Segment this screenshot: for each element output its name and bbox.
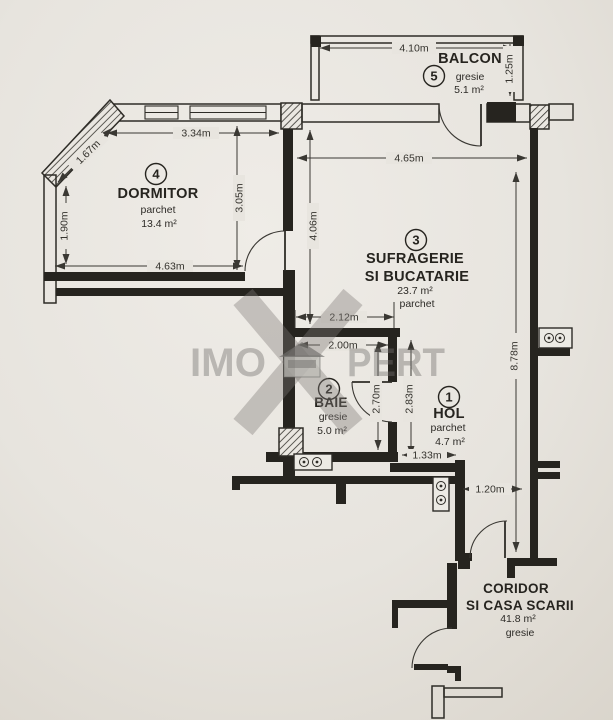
room-label-coridor: CORIDOR SI CASA SCARII 41.8 m² gresie — [466, 581, 574, 639]
north-wall-band — [112, 102, 574, 130]
dim-label: 2.12m — [329, 312, 358, 324]
room-number: 1 — [445, 390, 452, 405]
dim-hol-width: 1.33m — [402, 449, 456, 462]
room-number-circle — [422, 64, 446, 88]
dim-living-height: 4.06m — [306, 130, 320, 324]
lower-hall-walls — [232, 460, 472, 569]
hall-meter-box — [432, 476, 450, 512]
dim-label: 3.34m — [181, 128, 210, 140]
dimensions: 4.10m 1.25m 3.34m 1.67m 1.90m — [55, 42, 527, 552]
room-name: HOL — [433, 406, 465, 422]
dim-label: 1.20m — [475, 484, 504, 496]
room-number-circle — [404, 228, 428, 252]
dim-dormitor-left: 1.90m — [58, 186, 71, 264]
room-label-baie: 2 BAIE gresie 5.0 m² — [314, 377, 348, 437]
room-name: SUFRAGERIE — [366, 251, 464, 267]
watermark-house-icon — [279, 342, 325, 378]
dim-baie-span: 2.12m — [294, 302, 395, 328]
room-floor: parchet — [140, 204, 175, 216]
room-floor: parchet — [430, 422, 465, 434]
room-area: 5.1 m² — [454, 84, 484, 96]
dim-baie-height: 2.70m — [370, 342, 383, 450]
hatched-pier — [280, 102, 303, 130]
dim-label: 2.70m — [371, 384, 383, 413]
dim-hol-height: 2.83m — [403, 340, 416, 456]
room-area: 23.7 m² — [397, 285, 433, 297]
dim-diagonal-wall: 1.67m — [57, 127, 113, 183]
fixtures — [293, 327, 573, 512]
dim-baie-width: 2.00m — [298, 339, 388, 352]
baie-fixture-box — [293, 453, 333, 471]
dim-dormitor-height: 3.05m — [233, 126, 246, 270]
staircase-door — [411, 627, 453, 669]
dim-dormitor-width: 4.63m — [55, 260, 243, 273]
dim-label: 2.00m — [328, 340, 357, 352]
corridor-meter-box — [538, 327, 573, 349]
room-floor: gresie — [506, 627, 535, 639]
room-floor: parchet — [399, 298, 434, 310]
room-labels: 5 BALCON gresie 5.1 m² 4 DORMITOR parche… — [117, 51, 574, 639]
dim-label: 4.06m — [308, 211, 320, 240]
room-number-circle — [317, 377, 341, 401]
room-number: 3 — [412, 233, 419, 248]
room-number: 2 — [325, 382, 332, 397]
dim-balcon-width: 4.10m — [320, 42, 513, 55]
room-name: CORIDOR — [483, 581, 549, 596]
dim-label: 3.05m — [234, 183, 246, 212]
dim-label: 1.90m — [59, 211, 71, 240]
entrance-door — [469, 520, 508, 559]
room-name-line2: SI BUCATARIE — [365, 269, 470, 285]
dim-balcon-depth: 1.25m — [503, 44, 516, 96]
room-name: BALCON — [438, 51, 502, 67]
room-label-sufragerie: 3 SUFRAGERIE SI BUCATARIE 23.7 m² parche… — [365, 228, 470, 310]
room-number-circle — [144, 162, 168, 186]
room-label-balcon: 5 BALCON gresie 5.1 m² — [422, 51, 502, 96]
room-area: 41.8 m² — [500, 613, 536, 625]
room-area: 5.0 m² — [317, 425, 347, 437]
west-wall — [43, 174, 57, 304]
dim-label: 1.25m — [504, 54, 516, 83]
watermark-text-right: PERT — [347, 341, 445, 385]
staircase-walls — [392, 563, 503, 719]
dim-label: 4.10m — [399, 43, 428, 55]
dim-window-span: 3.34m — [107, 127, 279, 140]
room-label-hol: 1 HOL parchet 4.7 m² — [430, 385, 466, 448]
room-area: 4.7 m² — [435, 436, 465, 448]
hatched-pier — [529, 104, 550, 130]
room-area: 13.4 m² — [141, 218, 177, 230]
hatched-pier — [278, 427, 304, 457]
dormitor-door — [244, 230, 286, 272]
room-name: BAIE — [314, 395, 347, 410]
room-floor: gresie — [319, 411, 348, 423]
room-number: 4 — [152, 167, 160, 182]
dim-label: 4.65m — [394, 153, 423, 165]
dim-living-width: 4.65m — [297, 152, 527, 165]
dim-label: 2.83m — [404, 384, 416, 413]
dim-label: 8.78m — [509, 341, 521, 370]
room-number-circle — [437, 385, 461, 409]
east-corridor-wall — [507, 128, 570, 578]
dim-label: 1.33m — [412, 450, 441, 462]
room-label-dormitor: 4 DORMITOR parchet 13.4 m² — [117, 162, 198, 230]
room-name: DORMITOR — [117, 186, 198, 202]
watermark-text-left: IMO — [190, 341, 266, 385]
room-number: 5 — [430, 69, 437, 84]
balcony-door — [438, 103, 482, 147]
dim-label: 4.63m — [155, 261, 184, 273]
room-name-line2: SI CASA SCARII — [466, 598, 574, 613]
room-floor: gresie — [456, 71, 485, 83]
dim-passage-width: 1.20m — [463, 483, 522, 496]
watermark: IMO PERT — [190, 288, 445, 436]
